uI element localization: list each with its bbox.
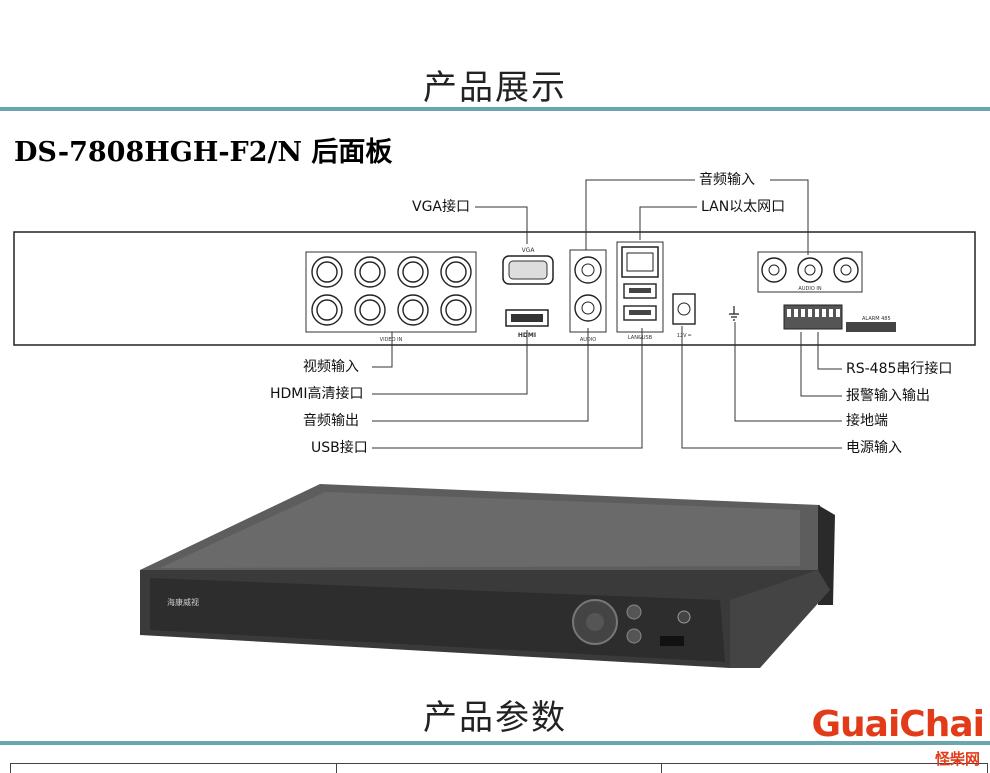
rs485-terminal-block <box>846 322 896 332</box>
watermark-brand: GuaiChai <box>811 704 985 745</box>
divider-top <box>0 107 990 111</box>
label-audio-out: 音频输出 <box>303 413 359 429</box>
alarm-terminal-slots <box>787 309 840 317</box>
audio-in-rca-3-inner <box>840 264 852 276</box>
mark-lan-usb: LAN&USB <box>628 335 653 341</box>
bnc-5-inner <box>316 299 338 321</box>
divider-bottom <box>0 741 990 745</box>
bnc-1-inner <box>316 261 338 283</box>
label-vga: VGA接口 <box>412 199 471 215</box>
label-alarm: 报警输入输出 <box>846 388 930 404</box>
mark-alarm: ALARM 485 <box>862 316 891 322</box>
dvr-button-1 <box>626 604 642 620</box>
mark-vga: VGA <box>522 247 536 254</box>
table-cell-1 <box>11 764 337 773</box>
dvr-brand-logo: 海康威视 <box>167 597 199 607</box>
hdmi-port-inner <box>511 314 543 322</box>
watermark-sub: 怪柴网 <box>934 750 980 768</box>
label-rs485: RS-485串行接口 <box>846 361 953 377</box>
audio-in-rca-2-inner <box>804 264 816 276</box>
mark-audio-in: AUDIO IN <box>798 286 821 292</box>
label-power: 电源输入 <box>846 440 902 456</box>
audio-in-rca-1-inner <box>768 264 780 276</box>
bnc-2-inner <box>359 261 381 283</box>
dc-port-inner <box>677 302 691 316</box>
usb-port-1-inner <box>629 288 651 293</box>
label-video-in: 视频输入 <box>303 359 359 375</box>
lan-usb-block <box>616 241 664 333</box>
dvr-button-2 <box>626 628 642 644</box>
bnc-7-inner <box>402 299 424 321</box>
video-in-block <box>305 251 477 333</box>
alarm-terminal-block <box>783 304 843 330</box>
rca-bottom-inner <box>581 301 595 315</box>
leader-lines <box>372 179 842 449</box>
dvr-top-highlight <box>160 492 800 568</box>
label-hdmi: HDMI高清接口 <box>270 386 364 402</box>
dvr-right-front <box>730 570 830 668</box>
mark-dc: 12V ═ <box>677 333 692 339</box>
dvr-power-button <box>677 610 691 624</box>
dvr-front-panel <box>150 578 725 662</box>
dvr-device: 海康威视 <box>140 484 835 668</box>
section-title-product-display: 产品展示 <box>423 68 567 108</box>
ground-icon <box>729 306 739 321</box>
rca-top-inner <box>581 263 595 277</box>
bnc-8-inner <box>445 299 467 321</box>
label-audio-in: 音频输入 <box>699 172 755 188</box>
dvr-dial-center <box>586 613 604 631</box>
lan-port-inner <box>626 252 654 272</box>
label-ground: 接地端 <box>846 413 888 429</box>
table-cell-2 <box>337 764 663 773</box>
bnc-6-inner <box>359 299 381 321</box>
audio-in-block <box>757 251 863 293</box>
bnc-4-inner <box>445 261 467 283</box>
dvr-usb-slot <box>660 636 684 646</box>
usb-port-2-inner <box>629 310 651 315</box>
bnc-3-inner <box>402 261 424 283</box>
mark-video-in: VIDEO IN <box>380 337 403 343</box>
bnc-connectors <box>311 256 472 326</box>
model-title: DS-7808HGH-F2/N 后面板 <box>14 137 393 168</box>
params-table-header <box>10 763 988 773</box>
section-title-product-params: 产品参数 <box>423 698 567 738</box>
label-usb: USB接口 <box>311 440 368 456</box>
vga-port-inner <box>508 260 548 280</box>
label-lan: LAN以太网口 <box>701 199 786 215</box>
